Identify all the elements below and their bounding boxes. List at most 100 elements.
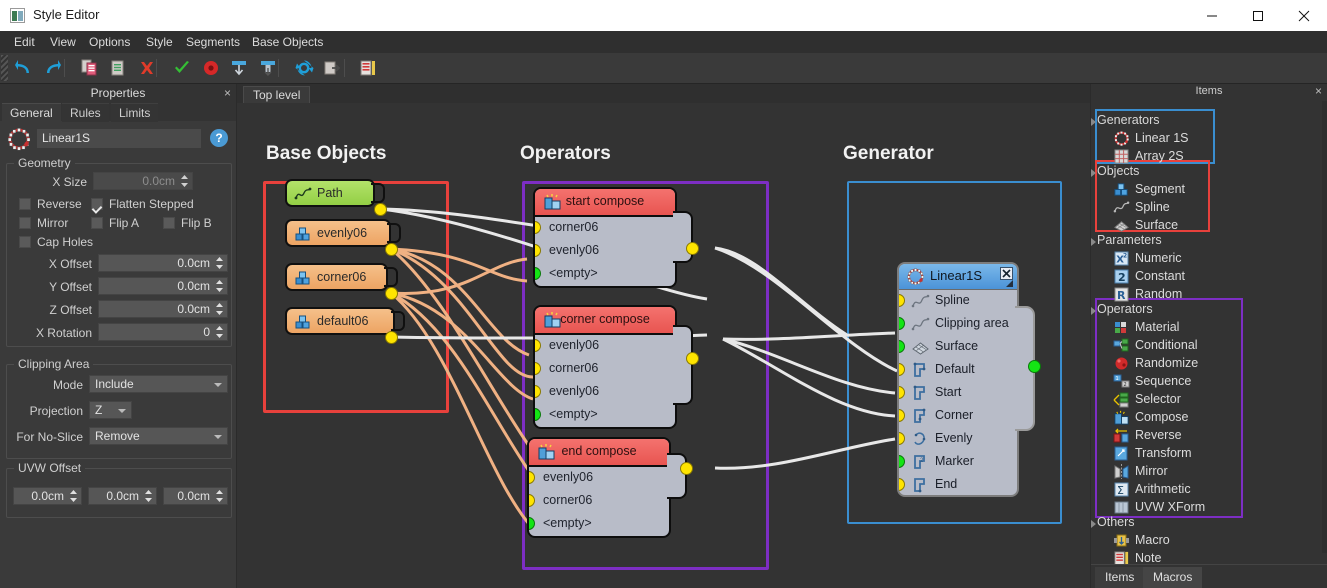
generator-port-row[interactable]: Clipping area <box>899 313 1017 336</box>
stepper-arrows-icon[interactable] <box>69 489 78 503</box>
uvw-offset-u-input[interactable]: 0.0cm <box>13 487 82 505</box>
uvw-offset-w-input[interactable]: 0.0cm <box>163 487 228 505</box>
tree-group-parameters[interactable]: Parameters <box>1091 233 1162 247</box>
close-button[interactable] <box>1281 0 1327 31</box>
input-port[interactable] <box>535 339 541 352</box>
stepper-arrows-icon[interactable] <box>180 174 189 188</box>
menu-base-objects[interactable]: Base Objects <box>252 35 324 49</box>
operator-node-corner-compose[interactable]: corner compose evenly06 corner06 evenly0… <box>533 305 677 429</box>
input-port[interactable] <box>529 494 535 507</box>
path-output-port[interactable] <box>374 203 387 216</box>
input-port[interactable] <box>899 317 905 330</box>
cancel-icon[interactable] <box>199 57 222 79</box>
base-object-path[interactable]: Path <box>285 179 375 207</box>
node-port-row[interactable]: <empty> <box>535 404 675 427</box>
tab-limits[interactable]: Limits <box>111 103 159 122</box>
toolbar-grip[interactable] <box>1 55 8 81</box>
breadcrumb[interactable]: Top level <box>243 86 311 103</box>
menu-options[interactable]: Options <box>89 35 131 49</box>
stepper-arrows-icon[interactable] <box>144 489 153 503</box>
tab-items[interactable]: Items <box>1095 567 1145 588</box>
items-scrollbar[interactable] <box>1322 101 1327 553</box>
redo-icon[interactable] <box>40 57 63 79</box>
default06-output-port[interactable] <box>385 331 398 344</box>
input-port[interactable] <box>535 244 541 257</box>
menu-edit[interactable]: Edit <box>14 35 35 49</box>
tab-general[interactable]: General <box>2 103 61 122</box>
tab-macros[interactable]: Macros <box>1143 567 1203 588</box>
base-object-evenly06[interactable]: evenly06 <box>285 219 391 247</box>
node-header[interactable]: corner compose <box>535 307 675 335</box>
close-icon[interactable] <box>1000 267 1013 280</box>
projection-select[interactable]: Z <box>89 401 132 419</box>
properties-close-icon[interactable]: × <box>223 86 231 100</box>
cap-holes-checkbox[interactable] <box>19 236 31 248</box>
align-bottom-icon[interactable] <box>256 57 279 79</box>
node-port-row[interactable]: evenly06 <box>529 467 669 490</box>
generator-node-linear1s[interactable]: Linear1S Spline Clipping area <box>897 262 1019 497</box>
input-port[interactable] <box>899 294 905 307</box>
delete-icon[interactable] <box>135 57 158 79</box>
input-port[interactable] <box>535 408 541 421</box>
generator-port-row[interactable]: Start <box>899 382 1017 405</box>
mirror-checkbox[interactable] <box>19 217 31 229</box>
z-offset-input[interactable]: 0.0cm <box>98 300 228 318</box>
operator-node-start-compose[interactable]: start compose corner06 evenly06 <empty> <box>533 187 677 288</box>
input-port[interactable] <box>529 471 535 484</box>
uvw-offset-v-input[interactable]: 0.0cm <box>88 487 157 505</box>
note-icon[interactable] <box>356 57 379 79</box>
stepper-arrows-icon[interactable] <box>215 325 224 339</box>
for-no-slice-select[interactable]: Remove <box>89 427 228 445</box>
x-rotation-input[interactable]: 0 <box>98 323 228 341</box>
input-port[interactable] <box>529 517 535 530</box>
generator-port-row[interactable]: Default <box>899 359 1017 382</box>
generator-port-row[interactable]: Corner <box>899 405 1017 428</box>
operator-node-end-compose[interactable]: end compose evenly06 corner06 <empty> <box>527 437 671 538</box>
resize-handle-icon[interactable] <box>1006 280 1013 287</box>
refresh-icon[interactable] <box>292 57 315 79</box>
items-tree[interactable]: Generators Linear 1S Array 2S Objects <box>1091 101 1327 566</box>
generator-port-row[interactable]: Surface <box>899 336 1017 359</box>
base-object-corner06[interactable]: corner06 <box>285 263 388 291</box>
node-port-row[interactable]: corner06 <box>535 217 675 240</box>
stepper-arrows-icon[interactable] <box>215 279 224 293</box>
tree-group-operators[interactable]: Operators <box>1091 302 1153 316</box>
stepper-arrows-icon[interactable] <box>215 256 224 270</box>
generator-port-row[interactable]: End <box>899 474 1017 495</box>
corner-compose-output-port[interactable] <box>686 352 699 365</box>
align-top-icon[interactable] <box>227 57 250 79</box>
generator-port-row[interactable]: 2 Marker <box>899 451 1017 474</box>
minimize-button[interactable] <box>1189 0 1235 31</box>
help-button[interactable]: ? <box>210 129 228 147</box>
tree-group-others[interactable]: Others <box>1091 515 1135 529</box>
node-port-row[interactable]: evenly06 <box>535 381 675 404</box>
end-compose-output-port[interactable] <box>680 462 693 475</box>
tree-group-generators[interactable]: Generators <box>1091 113 1160 127</box>
items-close-icon[interactable]: × <box>1314 84 1322 98</box>
node-port-row[interactable]: evenly06 <box>535 240 675 263</box>
start-compose-output-port[interactable] <box>686 242 699 255</box>
node-port-row[interactable]: <empty> <box>529 513 669 536</box>
paste-icon[interactable] <box>106 57 129 79</box>
input-port[interactable] <box>899 478 905 491</box>
base-object-default06[interactable]: default06 <box>285 307 395 335</box>
input-port[interactable] <box>899 340 905 353</box>
input-port[interactable] <box>535 267 541 280</box>
generator-port-row[interactable]: Evenly <box>899 428 1017 451</box>
node-port-row[interactable]: corner06 <box>535 358 675 381</box>
input-port[interactable] <box>535 221 541 234</box>
node-port-row[interactable]: corner06 <box>529 490 669 513</box>
generator-output-port[interactable] <box>1028 360 1041 373</box>
node-header[interactable]: end compose <box>529 439 669 467</box>
undo-icon[interactable] <box>12 57 35 79</box>
x-size-input[interactable]: 0.0cm <box>93 172 193 190</box>
menu-segments[interactable]: Segments <box>186 35 241 49</box>
node-header[interactable]: Linear1S <box>899 264 1017 290</box>
flip-a-checkbox[interactable] <box>91 217 103 229</box>
input-port[interactable] <box>535 362 541 375</box>
node-graph[interactable]: Base Objects Operators Generator <box>237 103 1090 588</box>
evenly06-output-port[interactable] <box>385 243 398 256</box>
generator-port-row[interactable]: Spline <box>899 290 1017 313</box>
stepper-arrows-icon[interactable] <box>215 302 224 316</box>
tab-rules[interactable]: Rules <box>62 103 109 122</box>
